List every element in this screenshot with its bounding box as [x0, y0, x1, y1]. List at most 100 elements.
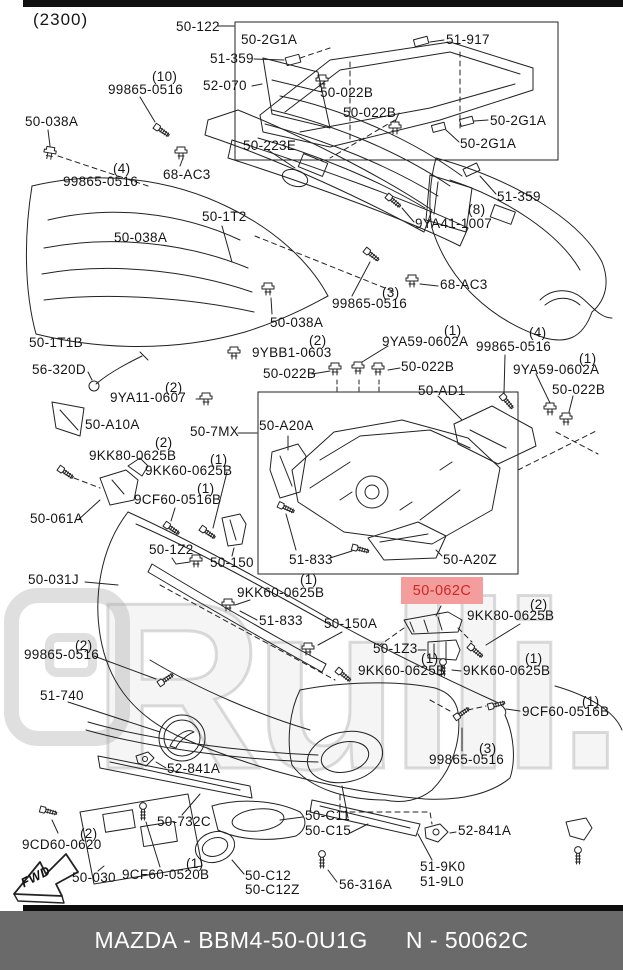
- part-number-label: 99865-0516: [108, 82, 184, 97]
- part-number-label: 51-359: [497, 189, 541, 204]
- quantity-label: (2): [530, 597, 548, 612]
- part-number-label: 52-070: [203, 78, 247, 93]
- part-number-label: 50-022B: [263, 366, 317, 381]
- quantity-label: (3): [382, 285, 400, 300]
- part-number-label: 50-150A: [324, 616, 378, 631]
- part-number-label: 51-833: [259, 613, 303, 628]
- part-number-label: 50-1T2: [202, 209, 247, 224]
- top-divider-bar: [23, 0, 623, 7]
- part-number-label: 99865-0516: [332, 296, 408, 311]
- part-number-label: 50-C12: [245, 868, 292, 883]
- quantity-label: (2): [309, 333, 327, 348]
- part-number-label: 50-AD1: [418, 383, 466, 398]
- quantity-label: (1): [300, 572, 318, 587]
- quantity-label: (1): [197, 481, 215, 496]
- quantity-label: (3): [479, 741, 497, 756]
- part-number-label: 99865-0516: [476, 339, 552, 354]
- part-number-label: 50-2G1A: [460, 136, 517, 151]
- part-number-label: 9YA41-1007: [415, 216, 493, 231]
- part-number-label: 68-AC3: [440, 277, 488, 292]
- part-number-label: 50-2G1A: [490, 113, 547, 128]
- quantity-label: (1): [525, 651, 543, 666]
- part-number-label: 9YBB1-0603: [252, 345, 332, 360]
- part-number-label: 51-833: [289, 552, 333, 567]
- part-number-label: 9KK60-0625B: [237, 585, 325, 600]
- part-number-label: 50-C15: [305, 823, 352, 838]
- quantity-label: (1): [421, 651, 439, 666]
- part-number-label: 9KK60-0625B: [358, 663, 446, 678]
- part-number-label: 50-122: [176, 19, 220, 34]
- quantity-label: (2): [80, 826, 98, 841]
- part-number-label: 9CF60-0516B: [522, 704, 610, 719]
- part-number-label: 50-038A: [25, 114, 79, 129]
- part-number-label: 9YA59-0602A: [382, 334, 469, 349]
- quantity-label: (8): [468, 202, 486, 217]
- highlighted-part-label[interactable]: 50-062C: [401, 577, 483, 604]
- quantity-label: (2): [75, 638, 93, 653]
- part-number-label: 50-A10A: [85, 417, 140, 432]
- part-number-label: 50-022B: [320, 85, 374, 100]
- part-number-label: 99865-0516: [24, 647, 100, 662]
- part-number-label: 9YA59-0602A: [513, 362, 600, 377]
- part-number-label: 50-022B: [552, 382, 606, 397]
- part-number-label: 51-359: [210, 51, 254, 66]
- part-number-label: 50-A20A: [259, 418, 314, 433]
- part-number-label: 50-C11: [305, 808, 351, 823]
- part-number-label: 9KK80-0625B: [467, 608, 555, 623]
- part-number-label: 50-C12Z: [245, 882, 300, 897]
- part-number-label: 50-030: [72, 870, 116, 885]
- part-number-label: 50-031J: [28, 572, 79, 587]
- part-number-label: 51-917: [446, 32, 490, 47]
- part-number-label: 50-022B: [343, 105, 397, 120]
- quantity-label: (1): [444, 323, 462, 338]
- quantity-label: (1): [579, 351, 597, 366]
- part-number-label: 51-9L0: [420, 874, 464, 889]
- part-number-label: 9CF60-0520B: [122, 867, 210, 882]
- quantity-label: (1): [186, 856, 204, 871]
- section-code: (2300): [33, 10, 89, 29]
- subassembly-box-center: [257, 391, 519, 575]
- part-number-label: 51-740: [40, 688, 84, 703]
- part-number-label: 50-A20Z: [443, 552, 497, 567]
- part-number-label: 50-1Z2: [149, 542, 194, 557]
- part-number-label: 50-7MX: [190, 424, 240, 439]
- footer-catalog-code: MAZDA - BBM4-50-0U1G: [94, 927, 368, 953]
- part-number-label: 56-320D: [32, 362, 86, 377]
- part-number-label: 52-841A: [458, 823, 512, 838]
- quantity-label: (4): [113, 161, 131, 176]
- part-number-label: 9KK60-0625B: [463, 663, 551, 678]
- part-number-label: 56-316A: [339, 877, 393, 892]
- part-number-label: 50-732C: [157, 814, 211, 829]
- part-number-label: 51-9K0: [420, 859, 466, 874]
- quantity-label: (2): [165, 380, 183, 395]
- part-number-label: 9KK60-0625B: [145, 463, 233, 478]
- part-number-label: 99865-0516: [429, 752, 505, 767]
- fwd-arrow-icon: [13, 853, 79, 897]
- part-number-label: 52-841A: [167, 761, 221, 776]
- footer-bar: MAZDA - BBM4-50-0U1G N - 50062C: [0, 911, 623, 970]
- part-number-label: 9KK80-0625B: [89, 448, 177, 463]
- part-number-label: 50-223E: [243, 138, 297, 153]
- part-number-label: 99865-0516: [63, 174, 139, 189]
- part-number-label: 68-AC3: [163, 167, 211, 182]
- quantity-label: (1): [582, 694, 600, 709]
- footer-part-number: N - 50062C: [405, 927, 529, 953]
- part-number-label: 50-038A: [114, 230, 168, 245]
- part-number-label: 50-038A: [270, 315, 324, 330]
- quantity-label: (2): [155, 435, 173, 450]
- part-number-label: 50-150: [210, 555, 254, 570]
- quantity-label: (1): [210, 452, 228, 467]
- part-number-label: 50-1T1B: [29, 335, 83, 350]
- quantity-label: (4): [529, 325, 547, 340]
- part-number-label: 50-2G1A: [241, 32, 298, 47]
- footer-divider: [23, 905, 623, 911]
- part-number-label: 9CF60-0516B: [134, 492, 222, 507]
- subassembly-box-top: [234, 21, 559, 161]
- quantity-label: (10): [152, 69, 178, 84]
- part-number-label: 9YA11-0607: [110, 390, 187, 405]
- part-number-label: 9CD60-0620: [22, 837, 102, 852]
- part-number-label: 50-022B: [401, 359, 455, 374]
